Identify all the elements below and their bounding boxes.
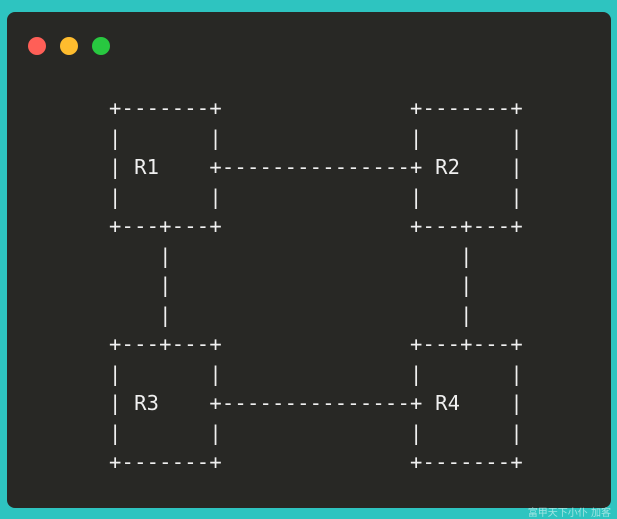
diagram-line: | | | | [109,125,523,150]
diagram-line: +-------+ +-------+ [109,450,523,474]
minimize-window-button[interactable] [60,37,78,55]
close-window-button[interactable] [28,37,46,55]
terminal-window: +-------+ +-------+ | | | | | R1 +--------… [7,12,611,508]
ascii-network-diagram: +-------+ +-------+ | | | | | R1 +--------… [109,94,523,478]
diagram-line: | | | | [109,361,523,386]
diagram-line: | | [109,243,523,268]
diagram-line: | | [109,302,523,327]
diagram-line: | | [109,273,523,297]
maximize-window-button[interactable] [92,37,110,55]
diagram-line: | R3 +---------------+ R4 | [109,391,523,415]
diagram-line: +---+---+ +---+---+ [109,214,523,238]
diagram-line: | R1 +---------------+ R2 | [109,155,523,179]
diagram-line: +-------+ +-------+ [109,96,523,120]
diagram-line: +---+---+ +---+---+ [109,332,523,356]
diagram-line: | | | | [109,184,523,209]
diagram-line: | | | | [109,420,523,445]
watermark-text: 富甲天下小仆 加客 [527,508,611,519]
